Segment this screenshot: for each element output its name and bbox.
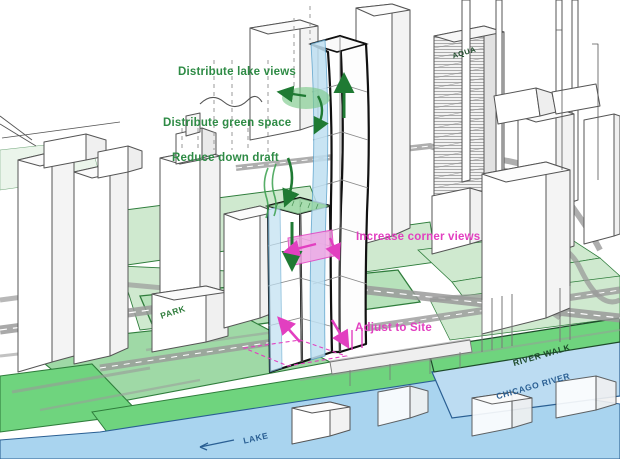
site-arrow-downright: [330, 319, 350, 349]
foreground-buildings: [291, 286, 617, 445]
annotation-arrows-pink: [277, 237, 363, 350]
background-buildings-left: [0, 112, 277, 373]
annotation-distribute-lake-views: Distribute lake views: [178, 66, 296, 78]
leader-guide-lines: [181, 6, 311, 152]
corner-view-left-arrow: [282, 240, 317, 257]
left-arrow-lake-view: [276, 85, 307, 103]
annotation-adjust-to-site: Adjust to Site: [355, 322, 432, 334]
wind-squiggles: [263, 163, 277, 219]
lake-arrow: [199, 439, 235, 451]
site-arrow-upleft: [277, 316, 301, 343]
green-space-bracket: [199, 95, 263, 108]
curve-arrow-green-space: [313, 95, 329, 135]
curved-down-draft-arrow: [282, 157, 300, 208]
background-buildings-right: [249, 0, 620, 335]
annotation-distribute-green-space: Distribute green space: [163, 117, 292, 129]
annotation-increase-corner-views: Increase corner views: [356, 231, 481, 243]
corner-view-right-arrow: [325, 237, 341, 261]
annotation-reduce-down-draft: Reduce down draft: [172, 152, 279, 164]
